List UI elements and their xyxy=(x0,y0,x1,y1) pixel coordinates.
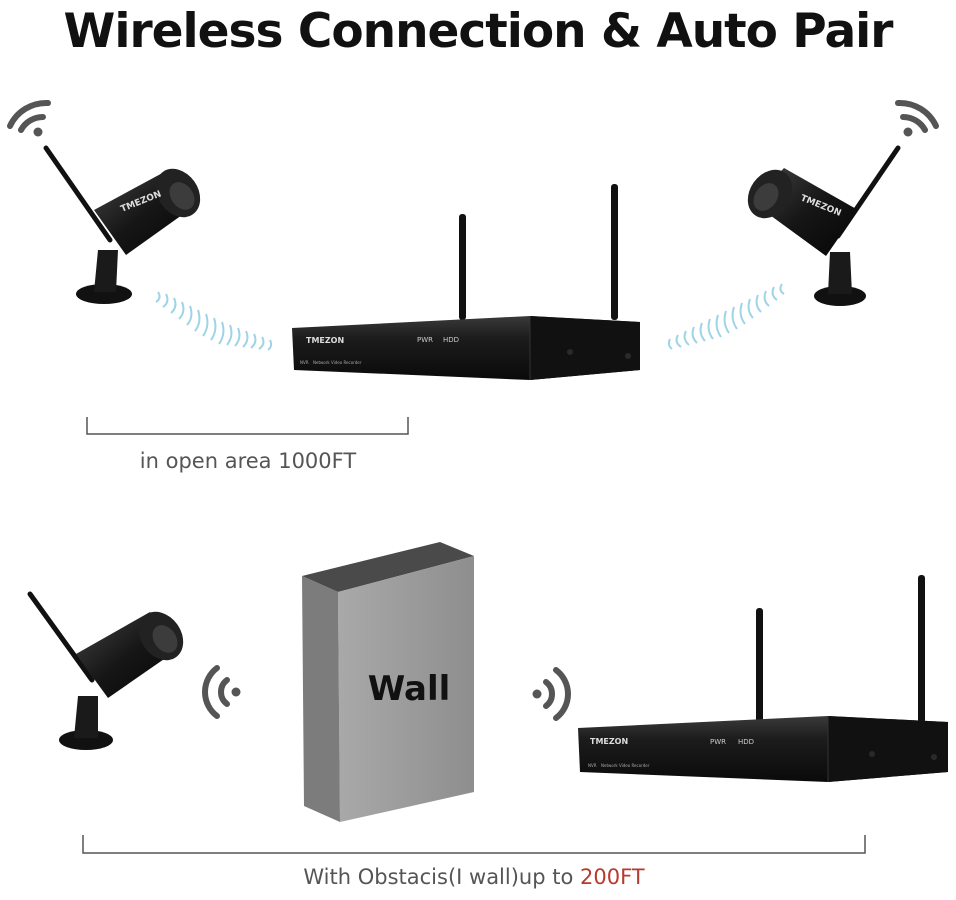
obstacle-distance: 200FT xyxy=(580,865,645,889)
signal-wave-icon xyxy=(202,665,241,719)
page-title: Wireless Connection & Auto Pair xyxy=(63,4,894,59)
wall xyxy=(302,542,474,822)
nvr-brand-logo: TMEZON xyxy=(590,737,628,746)
nvr: TMEZON PWR HDD Network Video Recorder NV… xyxy=(292,184,640,380)
signal-wave-icon xyxy=(532,667,571,721)
nvr: TMEZON PWR HDD Network Video Recorder NV… xyxy=(578,575,948,782)
distance-bracket xyxy=(82,835,866,854)
camera: TMEZON xyxy=(43,145,201,304)
distance-bracket xyxy=(86,417,409,435)
pwr-label: PWR xyxy=(710,738,726,746)
hdd-label: HDD xyxy=(443,336,459,344)
wifi-icon xyxy=(895,99,939,137)
obstacle-caption-text: With Obstacis(I wall)up to xyxy=(303,865,580,889)
camera xyxy=(27,591,184,750)
nvr-brand-logo: TMEZON xyxy=(306,336,344,345)
open-area-caption: in open area 1000FT xyxy=(139,449,357,473)
nvr-subtitle: Network Video Recorder xyxy=(601,763,650,768)
pwr-label: PWR xyxy=(417,336,433,344)
signal-wave-icon xyxy=(155,291,273,351)
camera: TMEZON xyxy=(747,145,901,306)
wall-label: Wall xyxy=(368,669,451,709)
wifi-icon xyxy=(7,99,51,137)
nvr-badge: NVR xyxy=(300,360,309,365)
nvr-badge: NVR xyxy=(588,763,597,768)
hdd-label: HDD xyxy=(738,738,754,746)
nvr-subtitle: Network Video Recorder xyxy=(313,360,362,365)
obstacle-caption: With Obstacis(I wall)up to 200FT xyxy=(83,865,865,889)
signal-wave-icon xyxy=(667,283,785,350)
